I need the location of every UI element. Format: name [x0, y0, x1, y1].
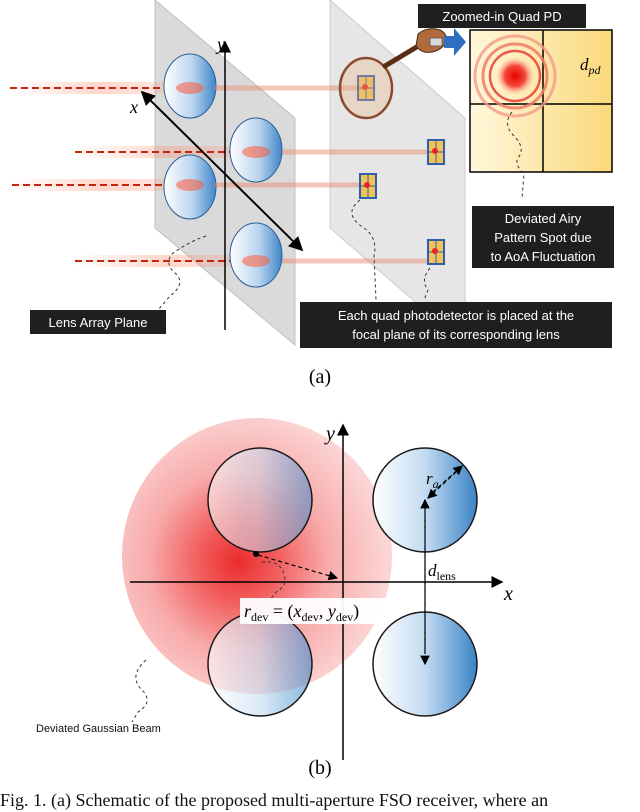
quad-label-line2: focal plane of its corresponding lens — [352, 327, 560, 342]
ydev-sub: dev — [336, 610, 353, 624]
dlens-main: d — [428, 561, 437, 580]
focused-beams — [214, 85, 432, 264]
rdev-label: rdev = (xdev, ydev) — [244, 601, 359, 624]
ydev-main: y — [326, 601, 336, 621]
lens-plane-pointer — [157, 235, 207, 311]
panel-label-a: (a) — [309, 366, 331, 388]
dpd-sub: pd — [588, 63, 602, 77]
airy-ring-inner — [488, 49, 542, 103]
axis-x-label-b: x — [503, 583, 513, 605]
zoomed-quad-pd: dpd — [469, 29, 613, 173]
rdev-comma: , — [319, 601, 328, 621]
axis-y-label-b: y — [324, 423, 335, 445]
xdev-main: x — [293, 601, 302, 621]
gauss-pointer — [131, 659, 148, 723]
quad-pd-top — [357, 75, 375, 101]
quad-photodetectors — [357, 75, 445, 265]
airy-label-box — [472, 206, 614, 268]
dlens-label: dlens — [428, 561, 456, 583]
rdev-eq: = ( — [268, 601, 293, 622]
zoom-title-box — [418, 4, 586, 28]
rdev-pointer — [261, 561, 286, 601]
dlens-sub: lens — [437, 569, 457, 583]
zoom-arrow-icon — [444, 28, 466, 56]
dpd-label: dpd — [580, 55, 602, 77]
quad-pd-third — [359, 173, 377, 199]
gauss-label: Deviated Gaussian Beam — [36, 723, 161, 735]
zoom-title: Zoomed-in Quad PD — [442, 9, 561, 24]
focal-plane — [329, 0, 466, 347]
lens-plane-label-box — [30, 310, 166, 334]
dpd-main: d — [580, 55, 589, 74]
airy-label-line1: Deviated Airy — [505, 211, 582, 226]
quad-label-box — [300, 302, 612, 348]
ra-main: r — [426, 469, 433, 488]
quad-pd-second — [427, 139, 445, 165]
rdev-close: ) — [353, 601, 359, 622]
airy-label-line2: Pattern Spot due — [494, 230, 592, 245]
pd-pointers — [351, 199, 431, 301]
axis-x-label-a: x — [129, 97, 138, 117]
airy-pointer — [507, 111, 525, 199]
airy-label-line3: to AoA Fluctuation — [491, 249, 596, 264]
rdev-label-box — [240, 598, 388, 624]
lens-b-top-left — [207, 447, 313, 553]
panel-label-b: (b) — [308, 757, 331, 779]
airy-spot — [496, 57, 534, 95]
airy-ring-middle — [481, 42, 549, 110]
quad-label-line1: Each quad photodetector is placed at the — [338, 308, 574, 323]
magnifier-icon — [338, 39, 428, 120]
lens-plane-label: Lens Array Plane — [48, 315, 147, 330]
lens-b-bottom-left — [207, 611, 313, 717]
figure-caption: Fig. 1. (a) Schematic of the proposed mu… — [0, 790, 549, 810]
beam-focus-glow — [176, 82, 270, 267]
xdev-sub: dev — [302, 610, 319, 624]
airy-ring-outer — [473, 34, 557, 118]
axis-y-label-a: y — [215, 34, 225, 54]
ra-label: ra — [426, 469, 439, 491]
beam-center-dot — [253, 551, 259, 557]
rdev-sub: dev — [251, 610, 268, 624]
rdev-main: r — [244, 601, 252, 621]
quad-pd-bottom — [427, 239, 445, 265]
ra-sub: a — [433, 477, 439, 491]
